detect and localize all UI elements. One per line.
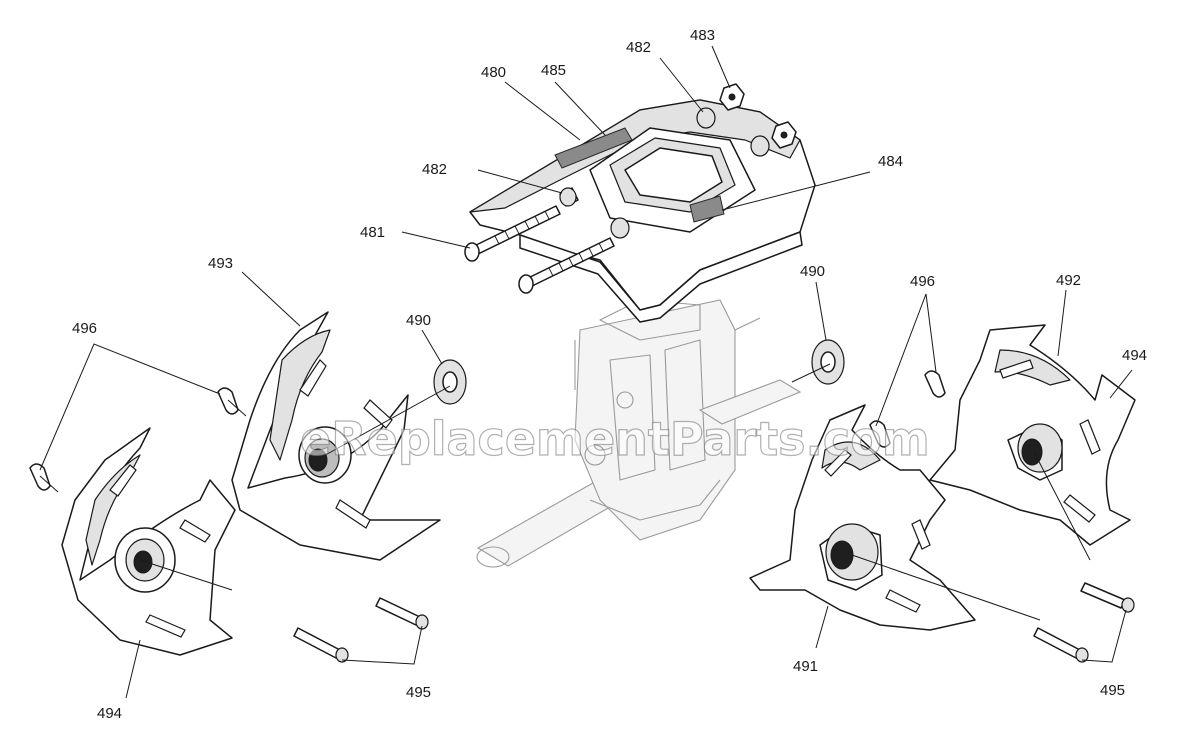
bolt-481-upper [464, 205, 561, 262]
nut-483-b [771, 121, 797, 149]
part-number-labels: 480 485 482 483 482 484 481 493 496 490 … [72, 27, 1147, 722]
pin-495-right-b [1080, 582, 1135, 613]
tine-492 [929, 324, 1136, 546]
watermark-text: eReplacementParts.com [300, 412, 930, 466]
part-number-494-right: 494 [1122, 347, 1147, 364]
spacer-482-a [559, 187, 579, 207]
part-number-482-left: 482 [422, 161, 447, 178]
part-number-491: 491 [793, 658, 818, 675]
part-number-495-right: 495 [1100, 682, 1125, 699]
leader-lines [39, 45, 1133, 699]
part-number-494-left: 494 [97, 705, 122, 722]
washer-490-left [433, 359, 467, 405]
tine-shaft-assembly [476, 299, 802, 568]
part-number-482-top: 482 [626, 39, 651, 56]
pin-495-right-a [1033, 627, 1089, 663]
hairpin-clip-496-c [869, 420, 891, 448]
spacer-482-c [696, 107, 716, 129]
part-number-481: 481 [360, 224, 385, 241]
part-number-485: 485 [541, 62, 566, 79]
tine-494-left [61, 427, 236, 656]
part-number-493: 493 [208, 255, 233, 272]
pin-495-left-b [375, 597, 429, 630]
tine-491 [749, 404, 976, 631]
part-number-484: 484 [878, 153, 903, 170]
decal-484 [689, 195, 725, 223]
spacer-482-d [750, 135, 770, 157]
spacer-482-b [610, 217, 630, 239]
pin-495-left-a [293, 627, 349, 663]
part-number-496-right: 496 [910, 273, 935, 290]
part-number-495-left: 495 [406, 684, 431, 701]
washer-490-right [811, 339, 845, 385]
bolt-481-lower [518, 237, 615, 294]
part-number-480: 480 [481, 64, 506, 81]
part-number-490-right: 490 [800, 263, 825, 280]
hairpin-clip-496-b [217, 387, 247, 417]
hairpin-clip-496-a [29, 463, 59, 493]
hairpin-clip-496-d [924, 370, 946, 398]
part-number-490-left: 490 [406, 312, 431, 329]
decal-485 [554, 127, 633, 169]
part-number-496-left: 496 [72, 320, 97, 337]
part-number-483: 483 [690, 27, 715, 44]
tine-shield-480 [469, 99, 816, 323]
nut-483-a [719, 83, 745, 111]
part-number-492: 492 [1056, 272, 1081, 289]
